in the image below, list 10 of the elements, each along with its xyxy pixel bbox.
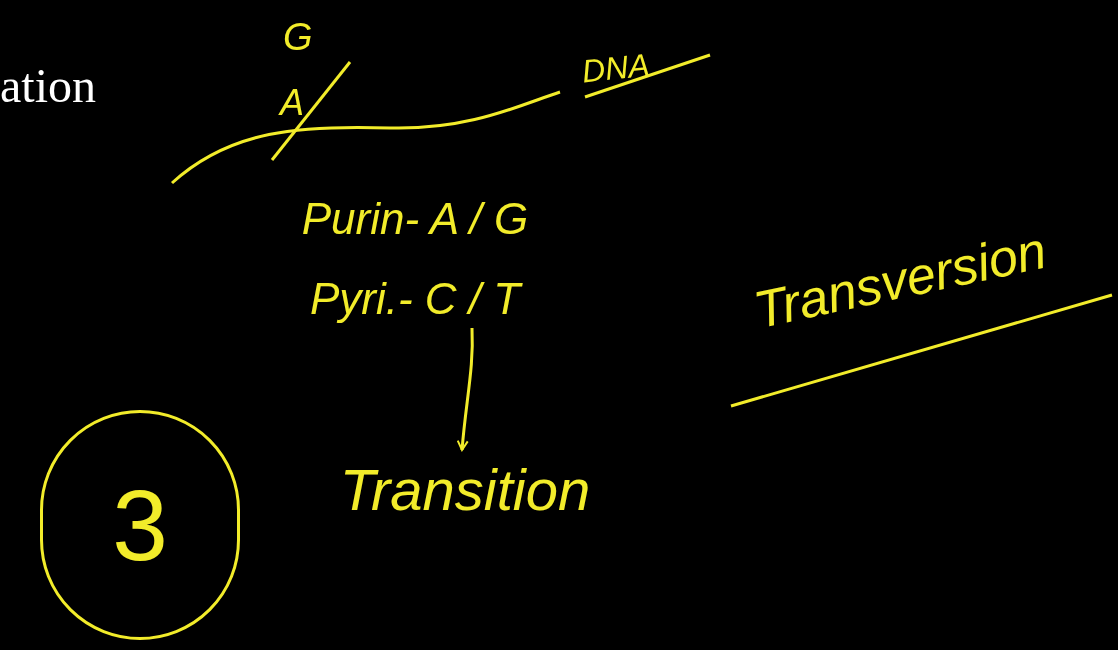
handwritten-text: Pyri.- C / T: [225, 270, 605, 328]
handwritten-label: ation: [0, 62, 96, 110]
arrow: [456, 327, 474, 451]
circled-number: 3: [40, 410, 240, 640]
handwritten-label: DNA: [580, 48, 652, 88]
handwritten-text: Transversion: [710, 202, 1090, 358]
handwritten-text: Transition: [300, 450, 630, 530]
handwritten-text: Purin- A / G: [225, 190, 605, 248]
handwritten-label: A: [280, 85, 304, 121]
handwritten-label: G: [283, 18, 313, 56]
